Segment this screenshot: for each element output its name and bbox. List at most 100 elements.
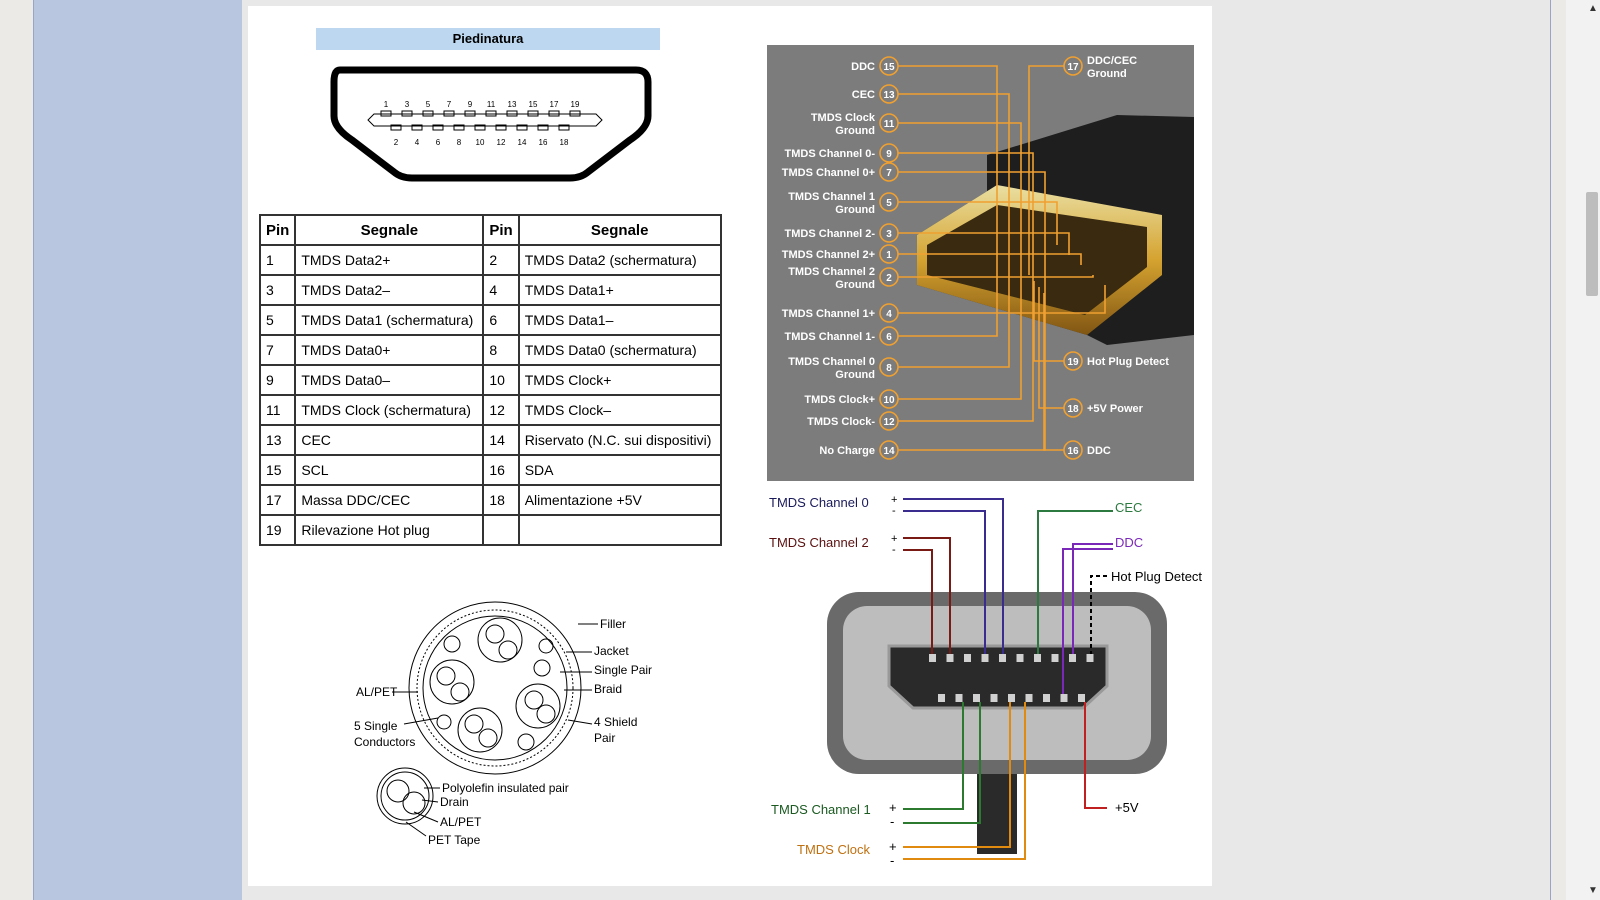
callout-pin-circle [879, 267, 899, 287]
callout-line [898, 201, 1058, 245]
cell-pin-right: 14 [482, 424, 520, 456]
scroll-up-arrow-icon[interactable]: ▲ [1588, 3, 1598, 14]
wire-line [903, 549, 933, 654]
cell-signal-left: Massa DDC/CEC [294, 484, 485, 516]
callout-pin-circle [879, 326, 899, 346]
cell-signal-left: TMDS Data0– [294, 364, 485, 396]
cell-signal-right: TMDS Data0 (schermatura) [517, 334, 722, 366]
callout-pin-number: 6 [886, 332, 892, 343]
cell-signal-right: Alimentazione +5V [517, 484, 722, 516]
callout-pin-circle [879, 56, 899, 76]
callout-pin-number: 18 [1067, 404, 1079, 415]
cell-pin-right: 10 [482, 364, 520, 396]
label-ddc: DDC [1115, 535, 1143, 550]
label-tmds-channel-0: TMDS Channel 0 [769, 495, 869, 510]
label-5v: +5V [1115, 800, 1139, 815]
scroll-thumb[interactable] [1586, 192, 1598, 296]
callout-pin-circle [1063, 56, 1083, 76]
callout-label: +5V Power [1087, 403, 1144, 415]
callout-pin-circle [879, 113, 899, 133]
face-pin-number: 18 [560, 138, 569, 147]
face-pin [453, 124, 465, 131]
label-pet-tape: PET Tape [428, 833, 481, 847]
cell-pin-left: 13 [258, 424, 297, 456]
cell-signal-right: TMDS Data2 (schermatura) [517, 244, 722, 276]
connector-wiring-diagram: TMDS Channel 0 TMDS Channel 2 TMDS Chann… [769, 494, 1202, 868]
callout-line [1043, 293, 1064, 451]
callout-label: TMDS Channel 0+ [782, 167, 875, 179]
wire-line [1037, 510, 1113, 654]
callout-pin-circle [879, 143, 899, 163]
callout-pin-number: 15 [883, 62, 895, 73]
cell-pin-left: 3 [258, 274, 297, 306]
callout-label-line2: Ground [835, 369, 875, 381]
callout-label-line2: Ground [835, 204, 875, 216]
callout-label: TMDS Channel 2- [785, 228, 876, 240]
label-braid: Braid [594, 682, 622, 696]
callout-line [898, 255, 1010, 368]
cell-pin-left: 11 [258, 394, 297, 426]
callout-line [898, 171, 1046, 285]
vertical-scrollbar[interactable] [1566, 0, 1600, 900]
callout-label: TMDS Clock [811, 112, 876, 124]
wire-line [903, 702, 1011, 848]
face-pin-number: 19 [571, 100, 580, 109]
callout-pin-number: 2 [886, 273, 892, 284]
callout-label: TMDS Channel 2 [788, 266, 875, 278]
connector-pin [981, 654, 989, 662]
connector-pin [990, 694, 998, 702]
callout-label: TMDS Clock- [807, 416, 875, 428]
face-pin-number: 14 [518, 138, 527, 147]
connector-pin [938, 694, 945, 702]
cell-signal-right: TMDS Clock+ [517, 364, 722, 396]
face-pin [390, 124, 402, 131]
callout-pin-number: 17 [1067, 62, 1079, 73]
table-header-row: Pin Segnale Pin Segnale [258, 214, 722, 246]
scroll-down-arrow-icon[interactable]: ▼ [1588, 885, 1598, 896]
cell-pin-left: 7 [258, 334, 297, 366]
label-filler: Filler [600, 617, 626, 631]
header-pin-1: Pin [258, 214, 297, 246]
face-pin-number: 4 [415, 138, 420, 147]
cell-signal-left: TMDS Data1 (schermatura) [294, 304, 485, 336]
cell-signal-left: TMDS Clock (schermatura) [294, 394, 485, 426]
connector-pin [1034, 654, 1041, 662]
wire-line [1084, 702, 1107, 809]
face-pin-number: 1 [384, 100, 389, 109]
cell-pin-right [482, 514, 520, 546]
cable-cross-section-diagram: Filler Jacket Single Pair Braid 4 Shield… [354, 601, 652, 847]
cell-pin-right: 8 [482, 334, 520, 366]
connector-pin [1069, 654, 1076, 662]
face-pin-number: 10 [476, 138, 485, 147]
cell-pin-left: 5 [258, 304, 297, 336]
cell-signal-left: TMDS Data2+ [294, 244, 485, 276]
callout-label: TMDS Channel 0- [785, 148, 876, 160]
face-pin-number: 17 [550, 100, 559, 109]
label-single-pair: Single Pair [594, 663, 652, 677]
face-pin-number: 3 [405, 100, 410, 109]
callout-label: TMDS Clock+ [804, 394, 875, 406]
face-pin [432, 124, 444, 131]
cell-pin-left: 15 [258, 454, 297, 486]
callout-pin-number: 3 [886, 229, 892, 240]
cell-pin-right: 18 [482, 484, 520, 516]
callout-label: DDC [1087, 445, 1111, 457]
callout-pin-circle [1063, 351, 1083, 371]
ch2-minus-sign: - [892, 544, 896, 556]
callout-pin-number: 13 [883, 90, 895, 101]
label-polyolefin: Polyolefin insulated pair [442, 781, 569, 795]
callout-label: TMDS Channel 1 [788, 191, 875, 203]
callout-pin-circle [879, 303, 899, 323]
callout-label: Hot Plug Detect [1087, 356, 1169, 368]
connector-pin [1060, 694, 1068, 702]
callout-pin-number: 16 [1067, 446, 1079, 457]
cell-pin-left: 1 [258, 244, 297, 276]
